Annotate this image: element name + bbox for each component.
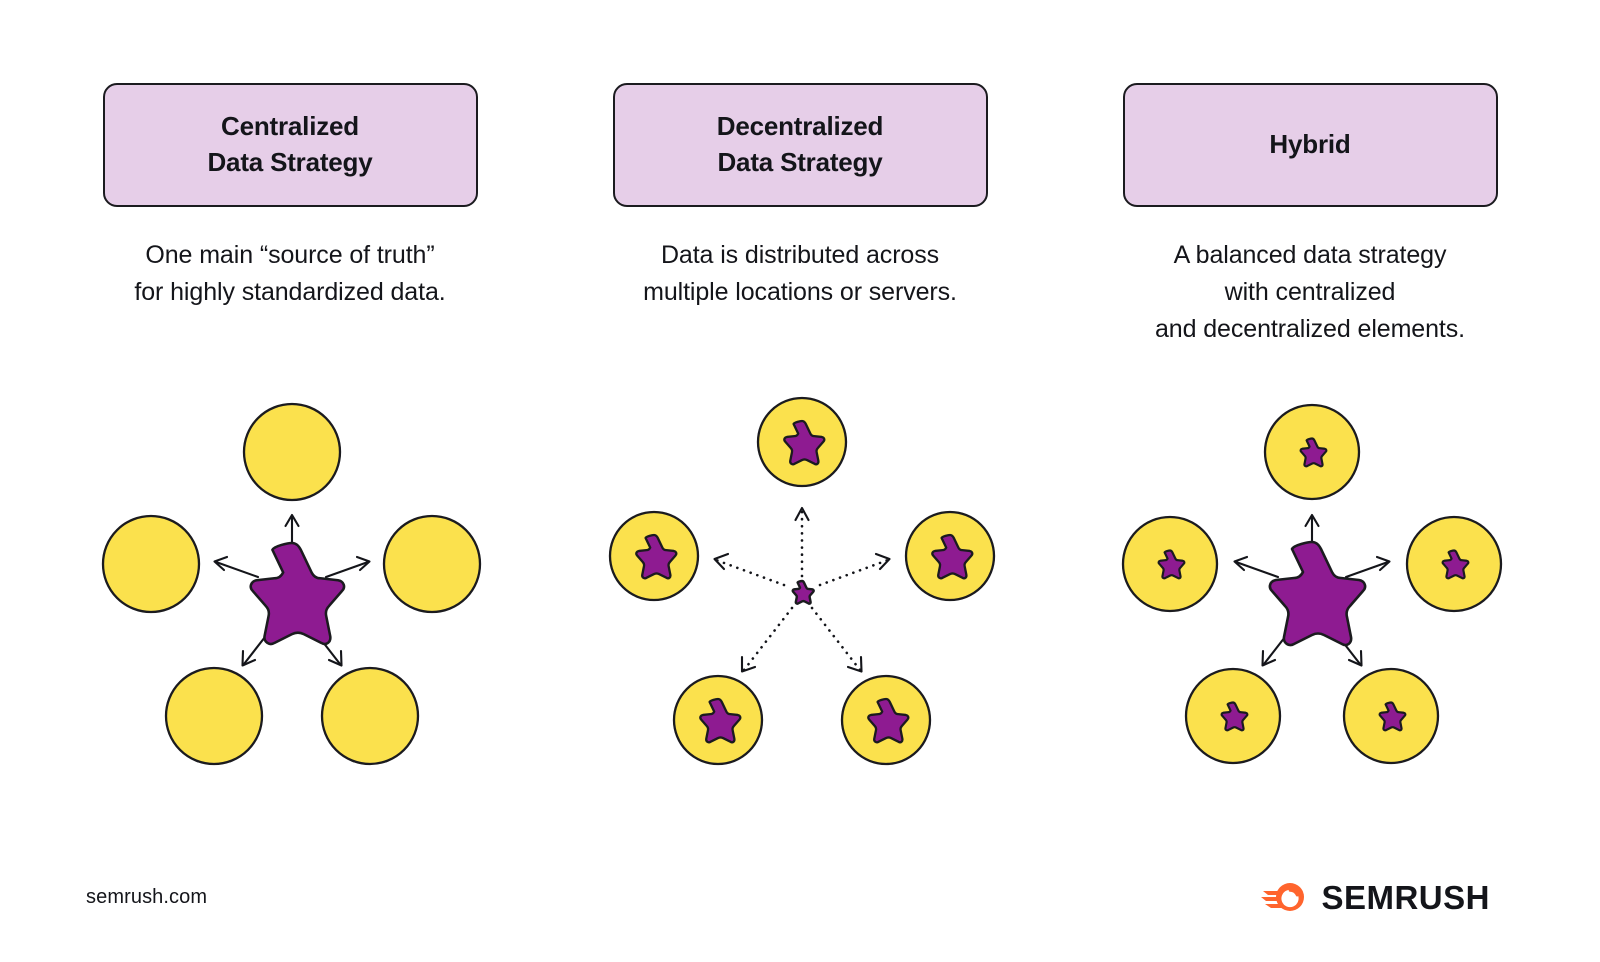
- arrow-up-head: [1304, 513, 1320, 528]
- semrush-logo: SEMRUSH: [1261, 880, 1490, 914]
- footer-url: semrush.com: [86, 886, 208, 908]
- node-group: [101, 402, 482, 766]
- arrow-left-head: [213, 555, 229, 572]
- semrush-wordmark: SEMRUSH: [1321, 878, 1490, 916]
- arrow-right-head: [874, 552, 891, 571]
- badge-decentralized: Decentralized Data Strategy: [612, 83, 988, 207]
- description-hybrid: A balanced data strategy with centralize…: [1155, 241, 1465, 343]
- description-decentralized: Data is distributed across multiple loca…: [643, 241, 957, 306]
- arrow-right-head: [1375, 555, 1391, 572]
- badge-title: Hybrid: [1269, 129, 1351, 160]
- column-centralized: Centralized Data Strategy One main “sour…: [35, 0, 545, 800]
- arrow-left-head: [1233, 555, 1249, 572]
- diagram-hybrid: [1100, 380, 1520, 780]
- arrow-left: [1234, 560, 1280, 579]
- node-group: [608, 396, 996, 766]
- arrow-up-head: [794, 506, 810, 522]
- arrow-down-left-head: [241, 649, 257, 667]
- arrow-left-dotted: [714, 558, 786, 587]
- arrow-down-left-head: [740, 655, 757, 673]
- center-star-large: [249, 541, 346, 646]
- arrow-right: [1344, 560, 1390, 579]
- arrow-right: [324, 560, 370, 579]
- strategy-columns: Centralized Data Strategy One main “sour…: [35, 0, 1565, 800]
- diagram-centralized: [80, 380, 500, 780]
- semrush-comet-icon: [1261, 883, 1305, 911]
- node-circle-right: [382, 514, 482, 614]
- arrow-down-left-head: [1261, 649, 1277, 667]
- arrow-left: [214, 560, 260, 579]
- arrow-right-head: [355, 555, 371, 572]
- arrow-down-right-head: [327, 649, 343, 667]
- node-circle-bottom-left: [164, 666, 264, 766]
- node-circle-bottom-right: [320, 666, 420, 766]
- badge-hybrid: Hybrid: [1122, 83, 1498, 207]
- badge-centralized: Centralized Data Strategy: [102, 83, 478, 207]
- badge-title: Decentralized Data Strategy: [716, 111, 884, 177]
- node-circle-top: [242, 402, 342, 502]
- badge-title: Centralized Data Strategy: [207, 111, 373, 177]
- node-circle-left: [101, 514, 201, 614]
- arrow-right-dotted: [818, 558, 890, 587]
- description-centralized: One main “source of truth” for highly st…: [134, 241, 446, 306]
- arrow-down-right-dotted: [810, 606, 862, 672]
- column-hybrid: Hybrid A balanced data strategy with cen…: [1055, 0, 1565, 800]
- arrow-down-right-head: [1347, 649, 1363, 667]
- center-star-tiny: [791, 579, 815, 605]
- arrow-down-right-head: [846, 655, 863, 673]
- arrow-left-head: [713, 552, 730, 571]
- arrow-group-dotted: [713, 506, 891, 673]
- column-decentralized: Decentralized Data Strategy Data is dist…: [545, 0, 1055, 800]
- arrow-up-head: [284, 513, 300, 528]
- diagram-decentralized: [590, 380, 1010, 780]
- node-group: [1121, 403, 1503, 765]
- arrow-down-left-dotted: [742, 606, 794, 672]
- center-star-large: [1268, 540, 1367, 647]
